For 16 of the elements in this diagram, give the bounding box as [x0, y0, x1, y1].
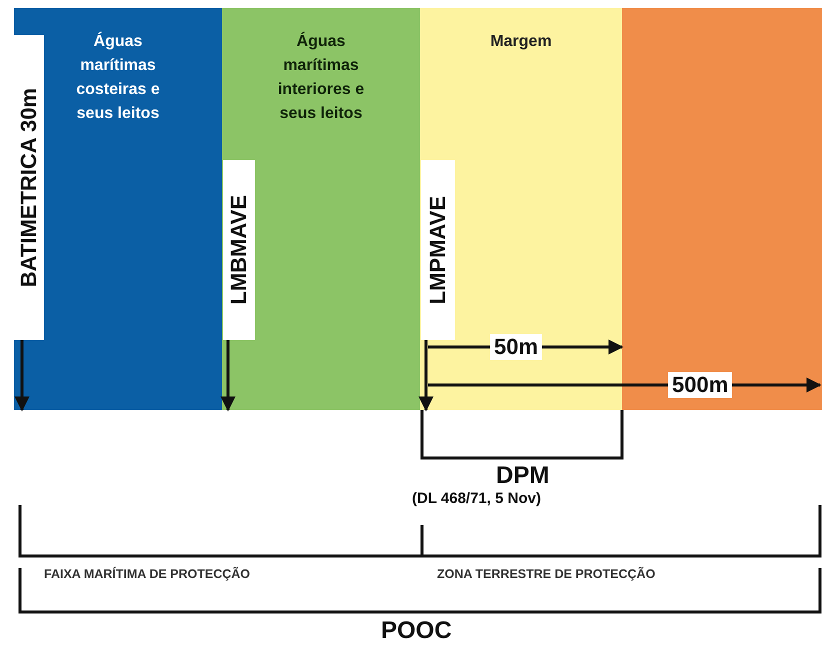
- zone-label: FAIXA MARÍTIMA DE PROTECÇÃO: [44, 567, 250, 581]
- edge-label: 500m: [668, 372, 732, 398]
- zone-band: Águas marítimas costeiras e seus leitos BATIMETRICA 30m: [14, 8, 222, 410]
- bracket-note: (DL 468/71, 5 Nov): [412, 490, 541, 507]
- arrow: [14, 340, 30, 412]
- arrow: [220, 340, 236, 412]
- line-label: LMPMAVE: [421, 160, 455, 340]
- bracket-label: DPM: [496, 462, 550, 490]
- line-label: BATIMETRICA 30m: [14, 35, 44, 340]
- edge-label: 50m: [490, 334, 542, 360]
- zone-band: Águas marítimas interiores e seus leitos LMBMAVE: [222, 8, 420, 410]
- zone-label: ZONA TERRESTRE DE PROTECÇÃO: [437, 567, 656, 581]
- zone-band: [622, 8, 822, 410]
- line-label: LMBMAVE: [223, 160, 255, 340]
- bracket-label: POOC: [381, 617, 452, 645]
- arrow: [418, 340, 434, 412]
